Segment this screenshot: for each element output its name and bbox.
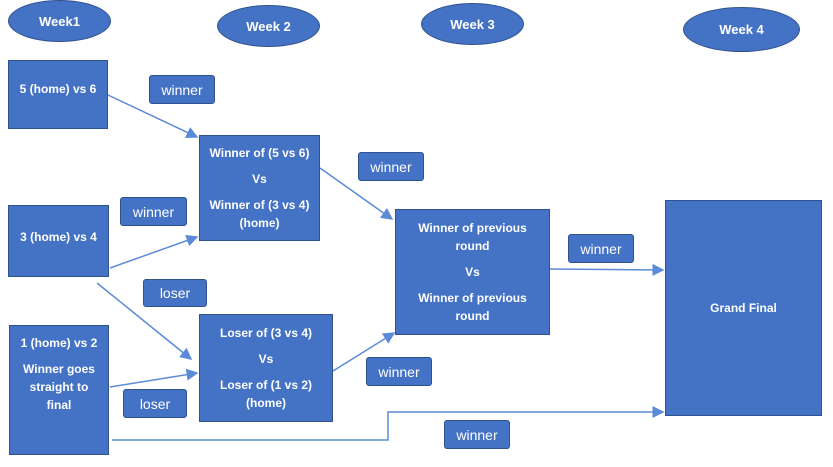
arrow-prelim-to-final <box>549 263 665 276</box>
grand-final-box: Grand Final <box>665 200 822 416</box>
semi-winners-line-2: Winner of (3 vs 4) (home) <box>209 198 310 230</box>
semi-losers-vs: Vs <box>258 352 274 366</box>
match-3-vs-4: 3 (home) vs 4 <box>8 205 109 277</box>
winner-label-5: winner <box>366 357 432 386</box>
preliminary-vs: Vs <box>465 265 480 279</box>
preliminary-final-box: Winner of previous round Vs Winner of pr… <box>395 209 550 335</box>
winner-label-2: winner <box>358 152 424 181</box>
week-4-header: Week 4 <box>683 7 800 52</box>
winner-label-1: winner <box>149 75 215 104</box>
preliminary-line-2: Winner of previous round <box>418 291 527 323</box>
arrow-m12-to-semi-b <box>109 368 199 388</box>
semi-losers-line-2: Loser of (1 vs 2) (home) <box>219 378 313 410</box>
week-3-header: Week 3 <box>421 3 524 45</box>
winner-label-4: winner <box>568 234 634 263</box>
grand-final-text: Grand Final <box>710 301 777 315</box>
semi-winners-line-1: Winner of (5 vs 6) <box>209 146 310 160</box>
semi-winners-vs: Vs <box>252 172 267 186</box>
match-3-vs-4-text: 3 (home) vs 4 <box>20 230 97 244</box>
arrow-m12-to-final <box>112 406 665 441</box>
loser-label-1: loser <box>143 279 207 307</box>
semi-losers-line-1: Loser of (3 vs 4) <box>219 326 313 340</box>
week-2-header: Week 2 <box>217 5 320 47</box>
match-5-vs-6-text: 5 (home) vs 6 <box>19 82 97 96</box>
match-1-vs-2: 1 (home) vs 2 Winner goes straight to fi… <box>9 325 109 455</box>
preliminary-line-1: Winner of previous round <box>418 221 527 253</box>
arrow-m34-to-semi-a <box>109 234 199 269</box>
winner-label-6: winner <box>444 420 510 449</box>
week-1-header: Week1 <box>8 0 111 42</box>
semi-losers-box: Loser of (3 vs 4) Vs Loser of (1 vs 2) (… <box>199 314 333 422</box>
match-1-vs-2-note: Winner goes straight to final <box>23 362 95 412</box>
match-5-vs-6: 5 (home) vs 6 <box>8 60 108 129</box>
match-1-vs-2-text: 1 (home) vs 2 <box>20 336 98 350</box>
winner-label-3: winner <box>120 197 187 226</box>
loser-label-2: loser <box>123 389 187 418</box>
semi-winners-box: Winner of (5 vs 6) Vs Winner of (3 vs 4)… <box>199 135 320 241</box>
